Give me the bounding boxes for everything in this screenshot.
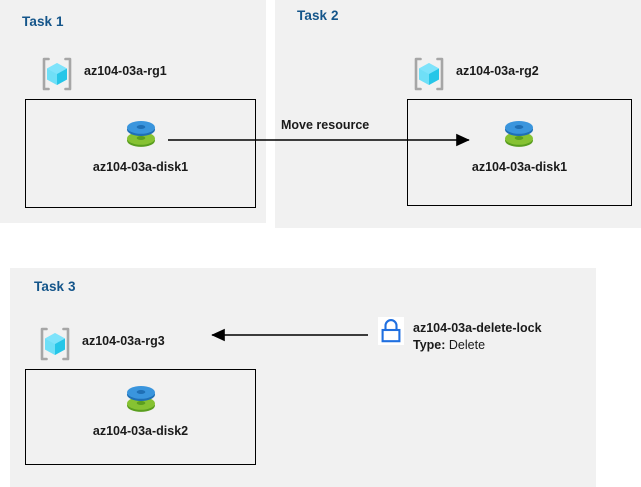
- task1-title: Task 1: [22, 14, 64, 29]
- resource-group-icon: [410, 55, 448, 93]
- task3-panel: Task 3 az104-03a-rg3 az104-03: [10, 268, 596, 487]
- task3-resource-box: [25, 369, 256, 465]
- task3-resource-label: az104-03a-disk2: [92, 424, 189, 438]
- task1-resource-box: [25, 99, 256, 208]
- task3-title: Task 3: [34, 279, 76, 294]
- task2-panel: Task 2 az104-03a-rg2 az104-03: [275, 0, 641, 228]
- resource-group-icon: [36, 325, 74, 363]
- task2-resource-label: az104-03a-disk1: [471, 160, 568, 174]
- task3-resource-group-label: az104-03a-rg3: [82, 334, 165, 348]
- disk-icon: [121, 378, 161, 418]
- task1-panel: Task 1 az104-03a-rg1: [0, 0, 266, 223]
- task2-resource-box: [407, 99, 632, 206]
- task2-resource-group-label: az104-03a-rg2: [456, 64, 539, 78]
- task1-resource-label: az104-03a-disk1: [92, 160, 189, 174]
- lock-type-row: Type: Delete: [413, 338, 485, 352]
- lock-type-key: Type:: [413, 338, 446, 352]
- move-resource-label: Move resource: [281, 118, 370, 132]
- task2-title: Task 2: [297, 8, 339, 23]
- disk-icon: [121, 113, 161, 153]
- disk-icon: [499, 113, 539, 153]
- task1-resource-group-label: az104-03a-rg1: [84, 64, 167, 78]
- resource-group-icon: [38, 55, 76, 93]
- lock-name-label: az104-03a-delete-lock: [413, 321, 542, 335]
- lock-type-value: Delete: [448, 338, 486, 352]
- lock-icon: [378, 317, 404, 345]
